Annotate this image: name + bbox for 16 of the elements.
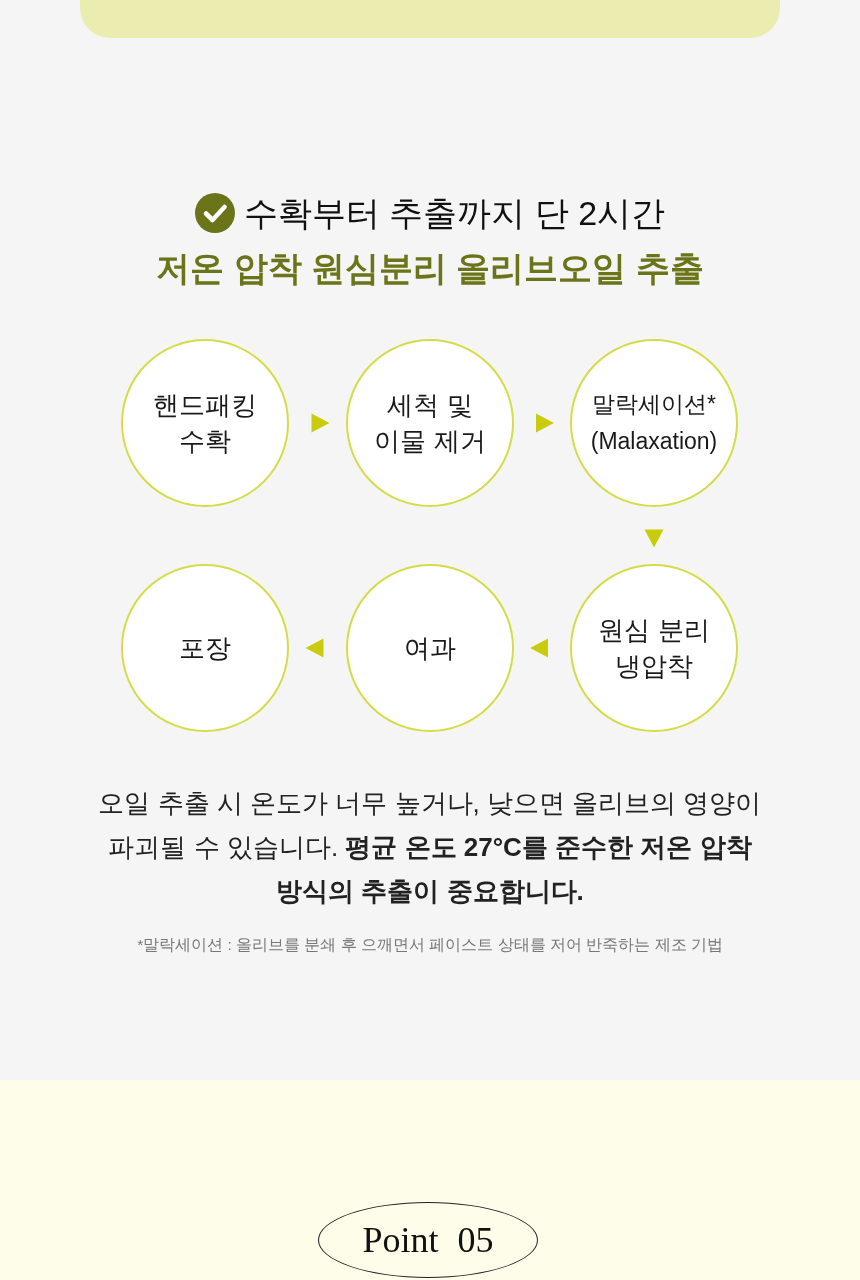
step-label: 말락세이션* (Malaxation) <box>589 390 719 456</box>
step-label: 세척 및 이물 제거 <box>373 389 487 458</box>
step-label: 핸드패킹 수확 <box>152 389 258 458</box>
step-label: 포장 <box>179 632 231 665</box>
arrow <box>536 413 554 433</box>
step-label: 원심 분리 냉압착 <box>597 614 711 683</box>
title: 수확부터 추출까지 단 2시간 <box>243 193 666 234</box>
description-text: 오일 추출 시 온도가 너무 높거나, 낮으면 올리브의 영양이 파괴될 수 있습니다. 평균 온도 27°C를 준수한 저온 압착 방식의 추출이 중요합니다. <box>97 787 763 908</box>
arrow <box>311 413 330 433</box>
footnote: *말락세이션 : 올리브를 분쇄 후 으깨면서 페이스트 상태를 저어 반죽하는 제조 기법 <box>137 935 723 955</box>
step-label: 여과 <box>404 632 456 665</box>
arrow <box>644 529 664 548</box>
arrow <box>305 638 324 658</box>
arrow <box>530 638 548 658</box>
section-label: Point 05 <box>362 1219 494 1262</box>
subtitle: 저온 압착 원심분리 올리브오일 추출 <box>156 248 704 289</box>
